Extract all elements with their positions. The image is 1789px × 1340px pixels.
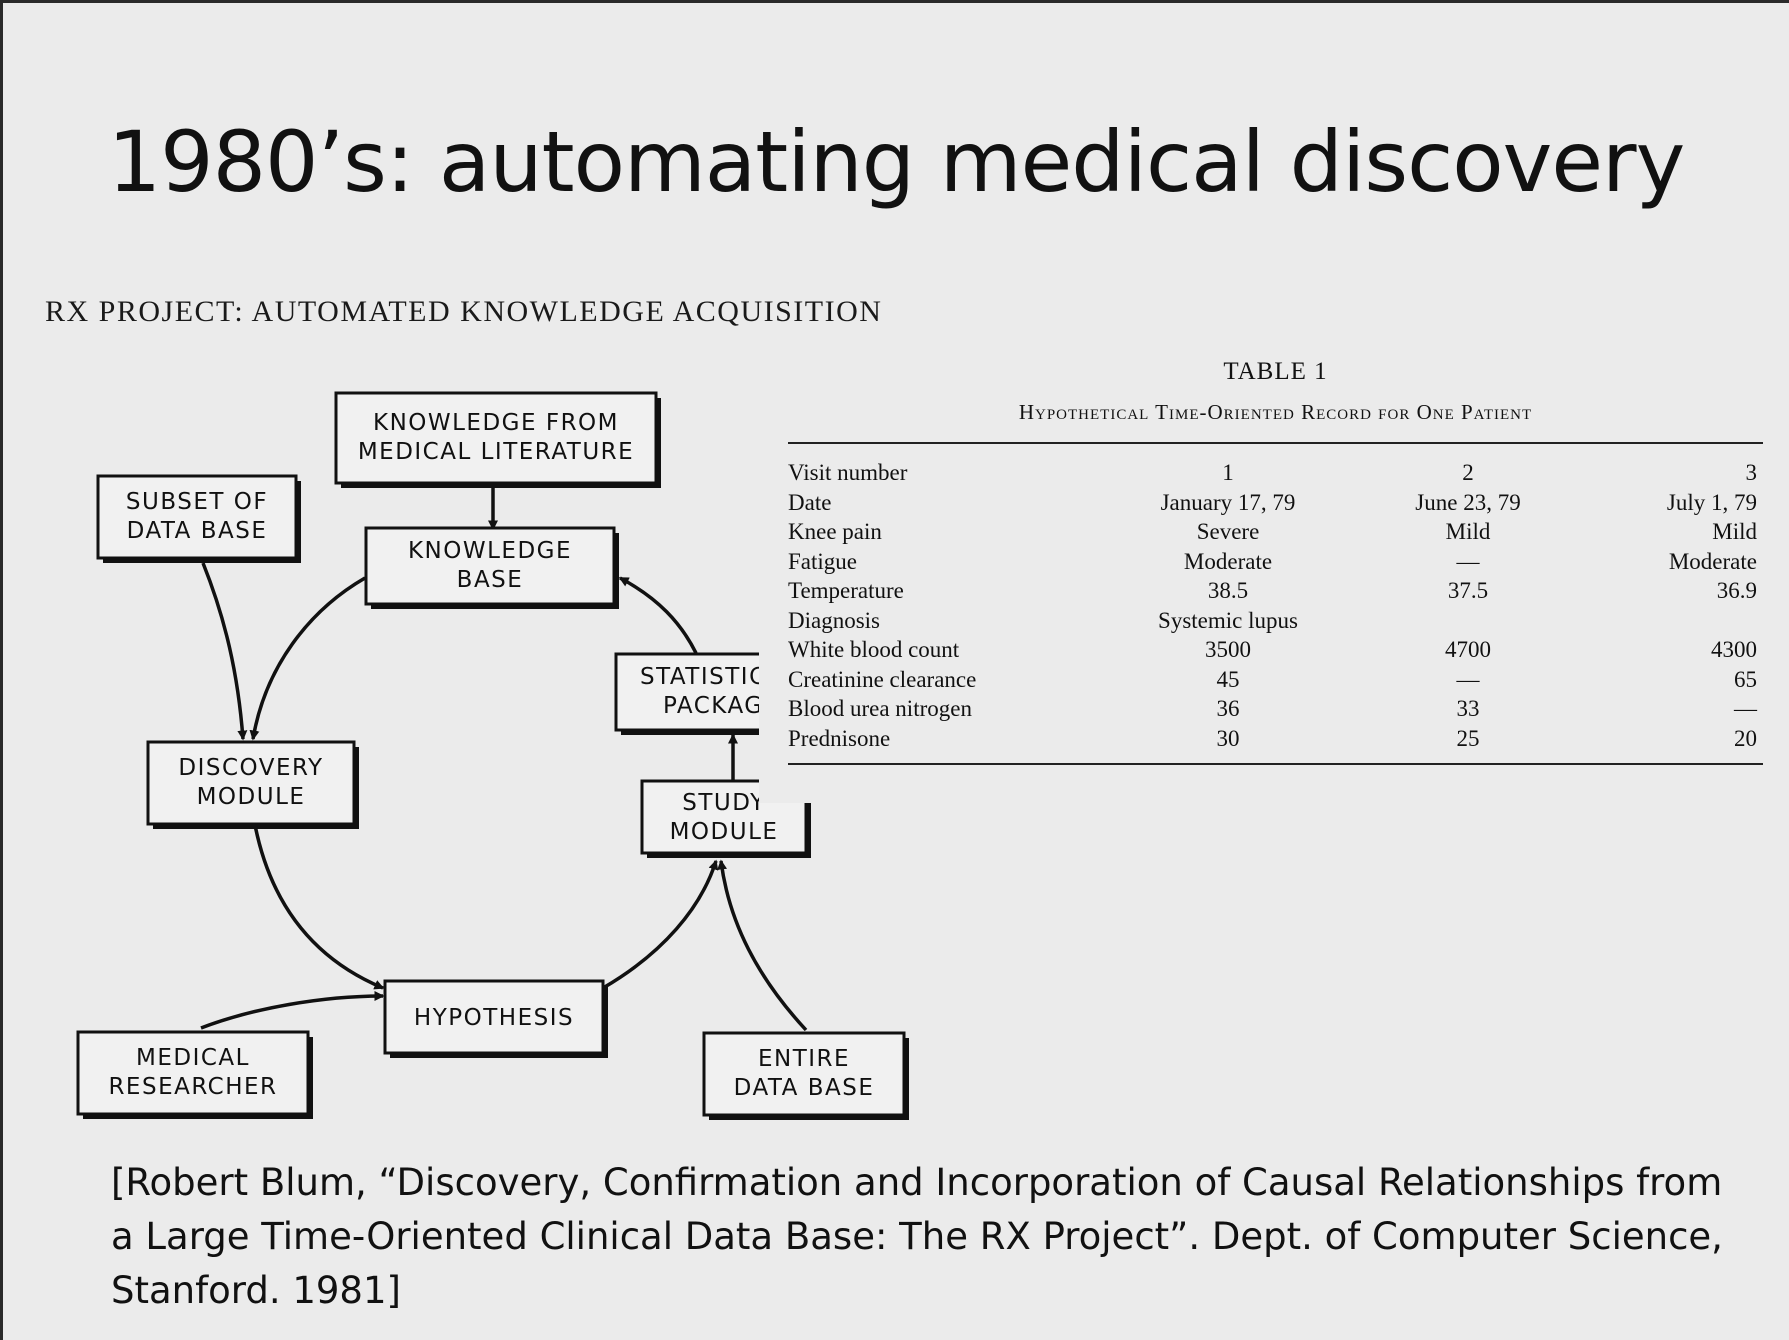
visit-1-cell: Severe [1196,519,1260,544]
node-label-line: HYPOTHESIS [414,1005,574,1031]
table-top-rule [788,442,1763,444]
visit-2-cell: 4700 [1445,637,1491,662]
edge-hypothesis-to-study-module [602,859,719,990]
node-label-line: KNOWLEDGE [408,538,572,564]
visit-2-cell: Mild [1445,519,1491,544]
row-label: White blood count [788,637,960,662]
node-label-line: PACKAGE [663,693,780,719]
rx-project-diagram: KNOWLEDGE FROM MEDICAL LITERATURE SUBSET… [76,391,1789,1120]
node-label-line: RESEARCHER [108,1074,277,1100]
row-label: Knee pain [788,519,882,544]
visit-3-cell: — [1734,696,1757,721]
node-label-line: DATA BASE [127,518,268,544]
citation: [Robert Blum, “Discovery, Confirmation a… [111,1161,1723,1312]
visit-2-cell: — [1456,548,1480,574]
table-row: Creatinine clearance 45 — 65 [788,665,1763,695]
node-knowledge-from-literature: KNOWLEDGE FROM MEDICAL LITERATURE [334,391,661,488]
visit-1-cell: 38.5 [1207,578,1249,603]
row-label: Date [788,489,832,515]
row-label: Visit number [788,460,908,485]
node-label-line: DISCOVERY [178,755,323,781]
node-entire-data-base: ENTIRE DATA BASE [702,1031,909,1120]
visit-2-cell: 37.5 [1447,578,1489,603]
node-label-line: MODULE [197,784,306,810]
visit-1-cell: 45 [1216,666,1240,692]
row-label: Temperature [788,578,904,603]
table-row: Temperature 38.5 37.5 36.9 [788,576,1763,606]
visit-3-cell: 65 [1734,666,1757,692]
edge-entire-db-to-study-module [717,859,808,1032]
visit-2-cell [1348,606,1588,636]
node-label-line: ENTIRE [758,1046,850,1072]
node-knowledge-base: KNOWLEDGE BASE [364,526,619,609]
visit-3-cell [1588,606,1763,636]
edge-knowledge-base-to-discovery-module [249,576,366,741]
row-label: Diagnosis [788,607,880,633]
node-discovery-module: DISCOVERY MODULE [146,740,359,829]
node-label-line: SUBSET OF [126,489,268,515]
table-caption: Hypothetical Time-Oriented Record for On… [1018,400,1533,424]
node-label-line: MODULE [670,819,779,845]
node-label-line: BASE [457,567,524,593]
table-row: Prednisone 30 25 20 [788,724,1763,754]
visit-1-cell: 1 [1222,460,1234,485]
visit-2-cell: June 23, 79 [1415,489,1521,515]
table-backdrop [759,443,1789,803]
slide-title: 1980’s: automating medical discovery [107,113,1686,211]
visit-1-cell: 36 [1216,696,1240,721]
visit-3-cell: July 1, 79 [1666,489,1757,515]
edge-discovery-module-to-hypothesis [253,824,385,990]
node-label-line: STATISTICAL [640,664,798,690]
figure-heading: RX PROJECT: AUTOMATED KNOWLEDGE ACQUISIT… [45,295,883,328]
table-row: Date January 17, 79 June 23, 79 July 1, 79 [788,488,1763,518]
visit-3-cell: 4300 [1711,637,1757,662]
node-hypothesis: HYPOTHESIS [383,979,608,1058]
visit-1-cell: 30 [1216,725,1240,751]
edge-medical-researcher-to-hypothesis [200,991,385,1030]
edge-statistical-package-to-knowledge-base [618,576,698,654]
visit-2-cell: — [1456,666,1480,692]
table-bottom-rule [788,763,1763,765]
visit-3-cell: Moderate [1668,548,1757,574]
node-label-line: MEDICAL [136,1045,250,1071]
table-row: Visit number 1 2 3 [788,458,1763,488]
node-label-line: MEDICAL LITERATURE [358,439,634,465]
table-row: White blood count 3500 4700 4300 [788,635,1763,665]
row-label: Fatigue [788,548,857,574]
table-row: Fatigue Moderate — Moderate [788,547,1763,577]
visit-1-cell: January 17, 79 [1160,489,1296,515]
row-label: Blood urea nitrogen [788,696,972,721]
table-number: TABLE 1 [1223,358,1328,385]
row-label: Prednisone [788,725,891,751]
node-statistical-package: STATISTICAL PACKAGE [614,652,798,735]
table-row: Diagnosis Systemic lupus [788,606,1763,636]
table-row: Knee pain Severe Mild Mild [788,517,1763,547]
node-medical-researcher: MEDICAL RESEARCHER [76,1030,313,1119]
visit-1-cell: 3500 [1205,637,1251,662]
visit-2-cell: 25 [1456,725,1480,751]
visit-3-cell: Mild [1712,519,1757,544]
visit-3-cell: 20 [1734,725,1757,751]
visit-1-cell: Systemic lupus [1158,607,1298,633]
visit-1-cell: Moderate [1183,548,1273,574]
node-label-line: KNOWLEDGE FROM [373,410,619,436]
slide: 1980’s: automating medical discovery RX … [3,3,1789,1340]
patient-record-table-block: TABLE 1 Hypothetical Time-Oriented Recor… [788,358,1763,765]
diagram-edges [200,486,808,1032]
row-label: Creatinine clearance [788,666,977,692]
node-subset-of-data-base: SUBSET OF DATA BASE [96,474,301,563]
visit-3-cell: 36.9 [1716,578,1757,603]
edge-subset-db-to-discovery-module [201,562,248,741]
node-label-line: DATA BASE [734,1075,875,1101]
visit-2-cell: 33 [1456,696,1480,721]
table-row: Blood urea nitrogen 36 33 — [788,694,1763,724]
visit-2-cell: 2 [1462,460,1474,485]
visit-3-cell: 3 [1745,460,1758,485]
node-label-line: STUDY [682,790,766,816]
